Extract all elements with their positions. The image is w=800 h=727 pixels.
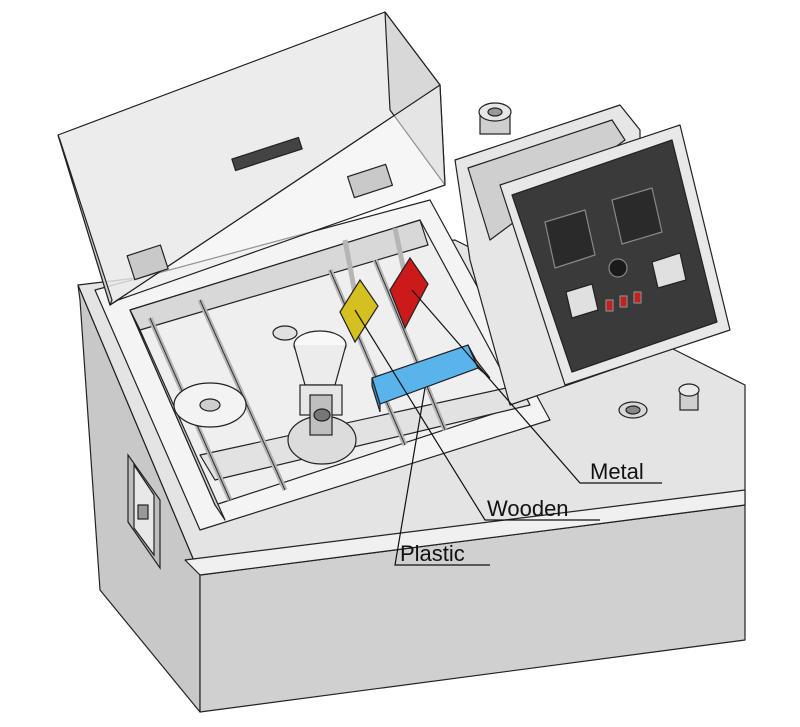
- chamber-lid: [57, 11, 446, 306]
- front-valve: [678, 383, 700, 411]
- display-left: [544, 209, 596, 269]
- metal-leader: [411, 289, 662, 484]
- front-gauge: [618, 401, 648, 419]
- leader-lines: [354, 289, 662, 566]
- control-panel: [499, 124, 731, 386]
- indicator-led-1: [605, 299, 614, 312]
- display-right: [611, 187, 663, 245]
- side-handle: [127, 453, 161, 570]
- metal-sample: [389, 256, 429, 330]
- indicator-led-2: [619, 295, 628, 308]
- collection-funnel: [173, 382, 247, 428]
- plastic-sample: [371, 344, 491, 413]
- plastic-label: Plastic: [400, 541, 465, 566]
- indicator-led-3: [633, 291, 642, 304]
- rotary-switch: [608, 258, 628, 278]
- wooden-label: Wooden: [487, 496, 569, 521]
- top-knob: [478, 102, 512, 135]
- panel-button-left: [565, 283, 599, 319]
- wooden-leader: [354, 309, 600, 521]
- plastic-leader: [394, 387, 490, 566]
- tank-ring: [272, 325, 298, 341]
- spray-tower: [287, 330, 357, 465]
- metal-label: Metal: [590, 459, 644, 484]
- panel-button-right: [651, 252, 687, 289]
- wooden-sample: [339, 278, 379, 344]
